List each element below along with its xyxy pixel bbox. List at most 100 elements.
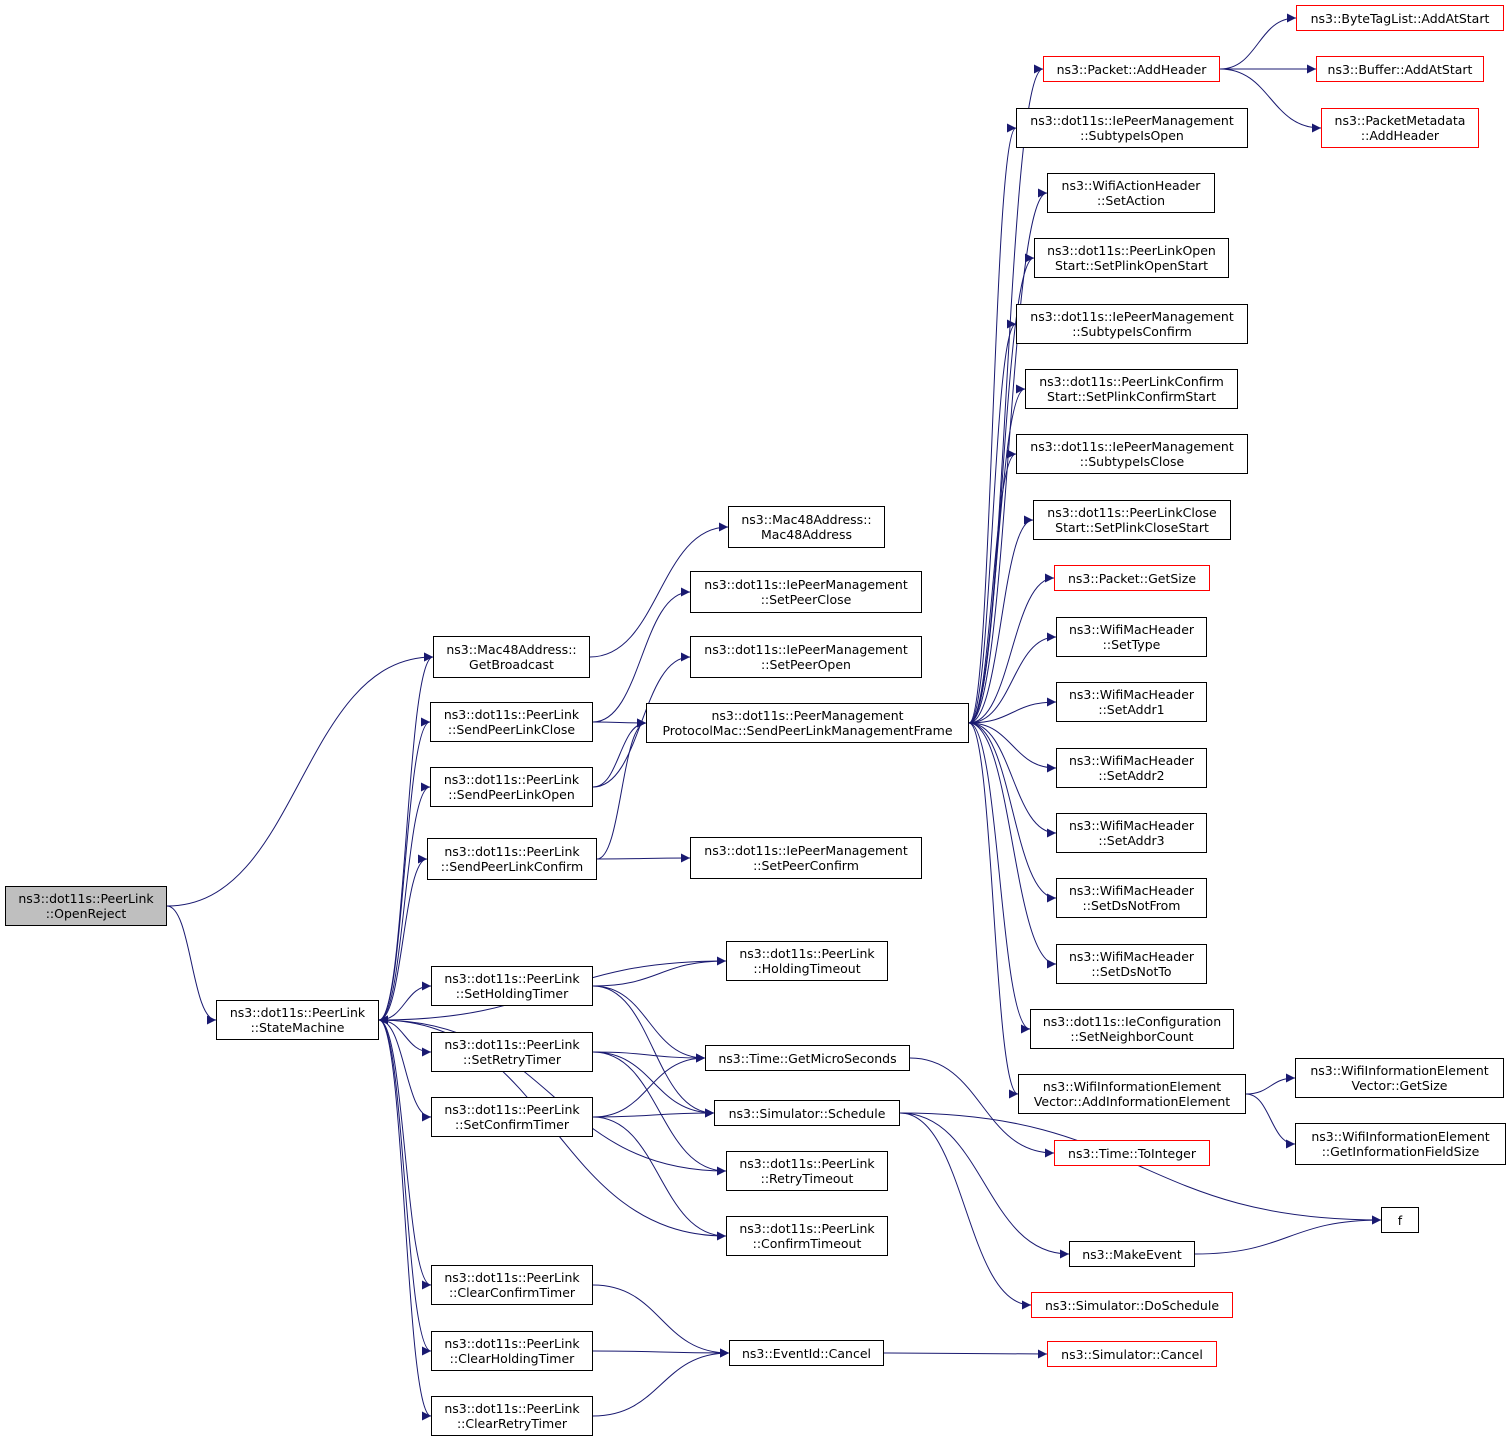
node-schedule[interactable]: ns3::Simulator::Schedule <box>714 1100 900 1126</box>
node-statemachine[interactable]: ns3::dot11s::PeerLink::StateMachine <box>216 1000 379 1040</box>
node-label-line: ::SetAction <box>1096 193 1166 208</box>
node-subopen[interactable]: ns3::dot11s::IePeerManagement::SubtypeIs… <box>1016 108 1248 148</box>
node-makeevent[interactable]: ns3::MakeEvent <box>1069 1241 1195 1267</box>
node-label-line: ::SubtypeIsOpen <box>1080 128 1184 143</box>
node-label-line: ns3::WifiInformationElement <box>1311 1129 1490 1144</box>
node-setretry[interactable]: ns3::dot11s::PeerLink::SetRetryTimer <box>431 1032 593 1072</box>
node-label-line: ::SetAddr2 <box>1098 768 1165 783</box>
node-label-line: ::ClearHoldingTimer <box>449 1351 575 1366</box>
edge-setholding-to-getmicro <box>592 985 706 1063</box>
node-label-line: ns3::dot11s::IePeerManagement <box>1030 439 1234 454</box>
node-doschedule[interactable]: ns3::Simulator::DoSchedule <box>1031 1292 1233 1318</box>
node-toint[interactable]: ns3::Time::ToInteger <box>1054 1140 1210 1166</box>
edge-openreject-to-getbroadcast <box>166 652 434 907</box>
edge-addheader-to-pktmeta <box>1219 68 1322 133</box>
node-label-line: ::SetAddr3 <box>1098 833 1165 848</box>
node-label-line: ns3::WifiMacHeader <box>1068 687 1195 702</box>
node-holdingtimeout[interactable]: ns3::dot11s::PeerLink::HoldingTimeout <box>726 941 888 981</box>
node-label-line: ns3::dot11s::IePeerManagement <box>704 843 908 858</box>
edge-openreject-to-statemachine <box>166 905 217 1025</box>
edge-sendmgmt-to-settype <box>968 632 1057 724</box>
node-label-line: ns3::Simulator::DoSchedule <box>1044 1297 1220 1313</box>
node-retrytimeout[interactable]: ns3::dot11s::PeerLink::RetryTimeout <box>726 1151 888 1191</box>
node-setholding[interactable]: ns3::dot11s::PeerLink::SetHoldingTimer <box>431 966 593 1006</box>
node-setaddr3[interactable]: ns3::WifiMacHeader::SetAddr3 <box>1056 813 1207 853</box>
node-eventcancel[interactable]: ns3::EventId::Cancel <box>729 1340 884 1366</box>
node-bufferadd[interactable]: ns3::Buffer::AddAtStart <box>1316 56 1484 82</box>
node-label-line: ns3::Buffer::AddAtStart <box>1327 61 1473 77</box>
edge-statemachine-to-clearconfirm <box>378 1019 432 1290</box>
node-getmicro[interactable]: ns3::Time::GetMicroSeconds <box>705 1045 910 1071</box>
node-label-line: ::HoldingTimeout <box>753 961 861 976</box>
edge-setretry-to-retrytimeout <box>592 1051 727 1176</box>
node-label-line: ::ClearRetryTimer <box>456 1416 568 1431</box>
node-setpeeropen[interactable]: ns3::dot11s::IePeerManagement::SetPeerOp… <box>690 636 922 678</box>
node-pktmeta[interactable]: ns3::PacketMetadata::AddHeader <box>1321 108 1479 148</box>
node-label-line: ns3::dot11s::IePeerManagement <box>704 577 908 592</box>
node-label-line: ns3::Time::ToInteger <box>1068 1145 1196 1161</box>
node-setpeerclose[interactable]: ns3::dot11s::IePeerManagement::SetPeerCl… <box>690 571 922 613</box>
node-setconfirm[interactable]: ns3::dot11s::PeerLink::SetConfirmTimer <box>431 1097 593 1137</box>
node-label-line: ::SubtypeIsClose <box>1079 454 1185 469</box>
node-clearholding[interactable]: ns3::dot11s::PeerLink::ClearHoldingTimer <box>431 1331 593 1371</box>
node-clearretry[interactable]: ns3::dot11s::PeerLink::ClearRetryTimer <box>431 1396 593 1436</box>
node-clearconfirm[interactable]: ns3::dot11s::PeerLink::ClearConfirmTimer <box>431 1265 593 1305</box>
node-label-line: Start::SetPlinkConfirmStart <box>1047 389 1216 404</box>
node-label-line: ::SetType <box>1102 637 1161 652</box>
node-setaddr2[interactable]: ns3::WifiMacHeader::SetAddr2 <box>1056 748 1207 788</box>
node-label-line: ::SetPeerClose <box>760 592 852 607</box>
node-getfieldsize[interactable]: ns3::WifiInformationElement::GetInformat… <box>1295 1123 1506 1165</box>
node-f[interactable]: f <box>1381 1207 1419 1233</box>
node-label-line: ns3::dot11s::PeerLink <box>444 844 580 859</box>
edge-sendclose-to-sendmgmt <box>592 718 647 728</box>
node-subclose[interactable]: ns3::dot11s::IePeerManagement::SubtypeIs… <box>1016 434 1248 474</box>
node-label-line: ::StateMachine <box>250 1020 345 1035</box>
node-label-line: ns3::dot11s::PeerLink <box>739 946 875 961</box>
node-simcancel[interactable]: ns3::Simulator::Cancel <box>1047 1341 1217 1367</box>
node-getsize[interactable]: ns3::Packet::GetSize <box>1054 565 1210 591</box>
edge-sendmgmt-to-plinkclose <box>968 515 1034 724</box>
node-setaddr1[interactable]: ns3::WifiMacHeader::SetAddr1 <box>1056 682 1207 722</box>
node-settype[interactable]: ns3::WifiMacHeader::SetType <box>1056 617 1207 657</box>
edge-clearconfirm-to-eventcancel <box>592 1284 730 1358</box>
node-sendclose[interactable]: ns3::dot11s::PeerLink::SendPeerLinkClose <box>430 702 593 742</box>
node-setdsnotfrom[interactable]: ns3::WifiMacHeader::SetDsNotFrom <box>1056 878 1207 918</box>
node-label-line: ns3::dot11s::PeerManagement <box>711 708 904 723</box>
node-subconfirm[interactable]: ns3::dot11s::IePeerManagement::SubtypeIs… <box>1016 304 1248 344</box>
node-label-line: ProtocolMac::SendPeerLinkManagementFrame <box>662 723 953 738</box>
edge-sendmgmt-to-setaddr2 <box>968 722 1057 773</box>
node-label-line: ns3::dot11s::PeerLinkOpen <box>1047 243 1216 258</box>
node-addheader[interactable]: ns3::Packet::AddHeader <box>1043 56 1220 82</box>
node-label-line: ::ClearConfirmTimer <box>448 1285 576 1300</box>
node-label-line: ::ConfirmTimeout <box>752 1236 862 1251</box>
node-label-line: ::AddHeader <box>1360 128 1440 143</box>
node-label-line: ns3::Packet::AddHeader <box>1056 61 1207 77</box>
node-setaction[interactable]: ns3::WifiActionHeader::SetAction <box>1047 173 1215 213</box>
node-label-line: ::OpenReject <box>45 906 127 921</box>
node-setdsnotto[interactable]: ns3::WifiMacHeader::SetDsNotTo <box>1056 944 1207 984</box>
node-label-line: ns3::dot11s::PeerLink <box>739 1156 875 1171</box>
edge-setholding-to-schedule <box>592 985 715 1118</box>
edge-statemachine-to-clearholding <box>378 1019 432 1356</box>
edge-eventcancel-to-simcancel <box>883 1349 1048 1359</box>
node-confirmtimeout[interactable]: ns3::dot11s::PeerLink::ConfirmTimeout <box>726 1216 888 1256</box>
node-sendconfirm[interactable]: ns3::dot11s::PeerLink::SendPeerLinkConfi… <box>427 838 597 880</box>
edge-sendmgmt-to-setaddr3 <box>968 722 1057 838</box>
node-setneighbor[interactable]: ns3::dot11s::IeConfiguration::SetNeighbo… <box>1030 1009 1234 1049</box>
node-label-line: ns3::dot11s::PeerLink <box>739 1221 875 1236</box>
node-mac48[interactable]: ns3::Mac48Address::Mac48Address <box>728 506 885 548</box>
node-bytetag[interactable]: ns3::ByteTagList::AddAtStart <box>1296 5 1504 31</box>
edge-sendmgmt-to-subconfirm <box>968 319 1017 724</box>
edge-sendclose-to-setpeerclose <box>592 587 691 723</box>
node-getbroadcast[interactable]: ns3::Mac48Address::GetBroadcast <box>433 636 590 678</box>
edge-clearholding-to-eventcancel <box>592 1348 730 1358</box>
node-sendopen[interactable]: ns3::dot11s::PeerLink::SendPeerLinkOpen <box>430 767 593 807</box>
node-setpeerconfirm[interactable]: ns3::dot11s::IePeerManagement::SetPeerCo… <box>690 837 922 879</box>
node-label-line: ns3::WifiMacHeader <box>1068 753 1195 768</box>
